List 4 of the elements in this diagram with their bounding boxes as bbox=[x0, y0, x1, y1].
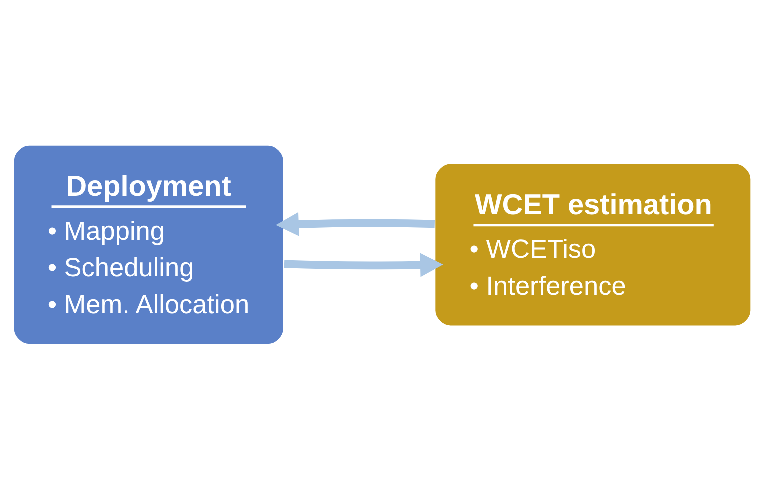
arrow bbox=[284, 252, 444, 277]
arrow bbox=[276, 212, 435, 236]
node-box: WCET estimation • WCETiso • Interference bbox=[434, 162, 752, 327]
node-box: Deployment • Mapping • Scheduling • Mem. Allocation bbox=[13, 144, 285, 345]
